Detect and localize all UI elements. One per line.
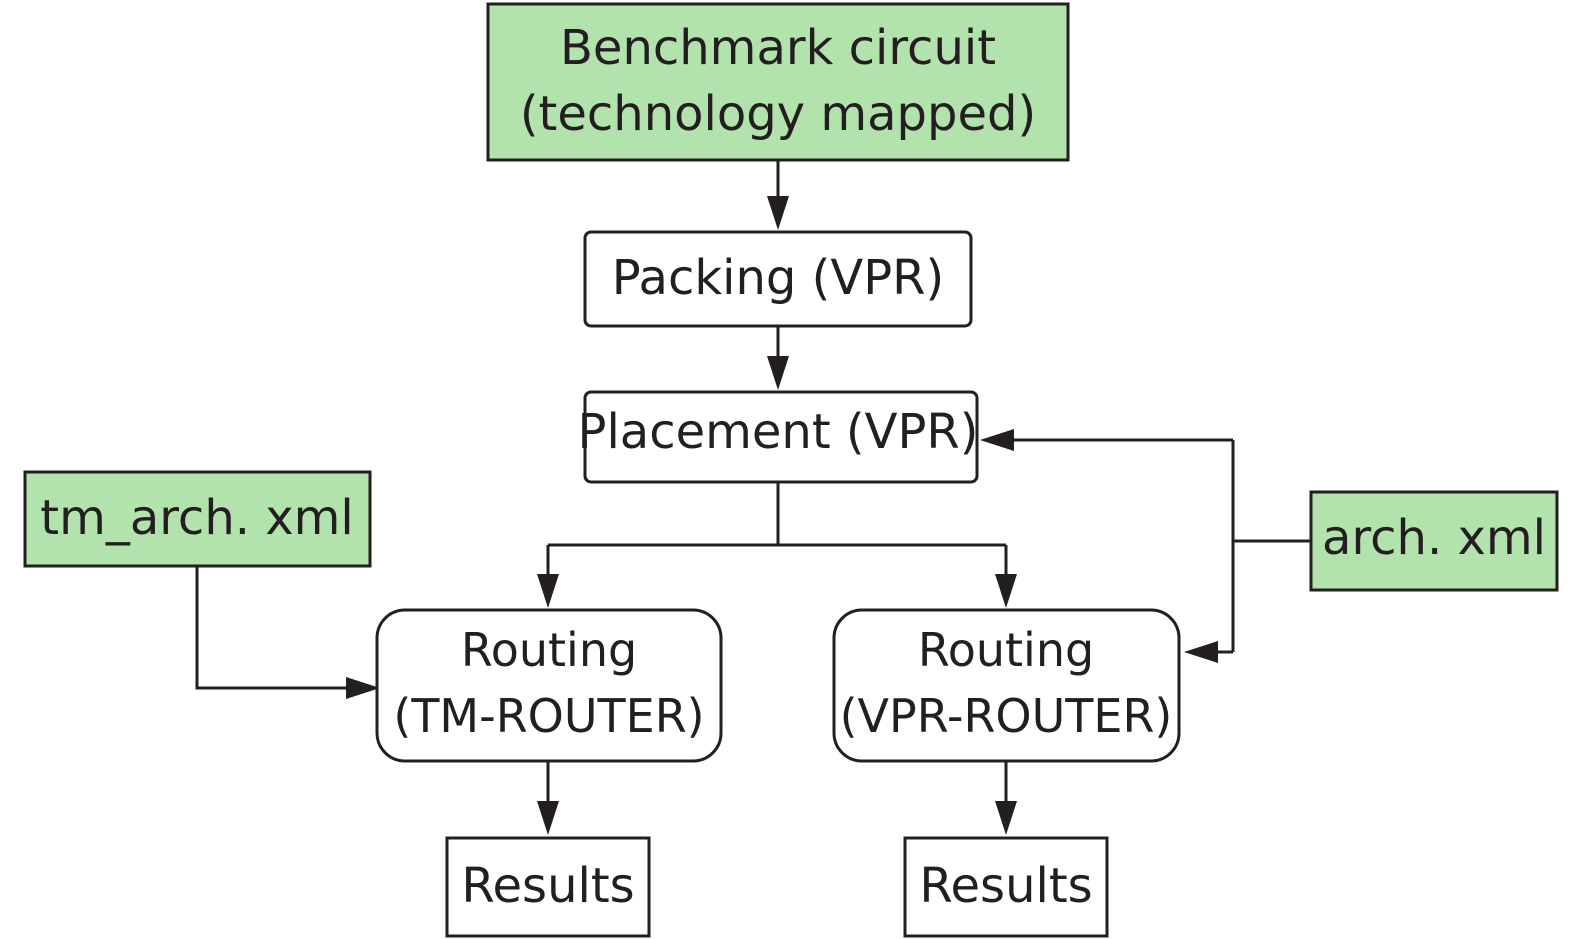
node-placement: Placement (VPR) [578,390,979,484]
edge-arch-to-placement-and-routing-vpr [1010,438,1311,654]
node-results-tm: Results [445,836,651,938]
node-tm-arch-xml: tm_arch. xml [23,470,372,568]
results-tm-label: Results [461,858,634,914]
routing-vpr-line1: Routing [918,623,1094,677]
node-arch-xml: arch. xml [1309,490,1559,592]
node-routing-vpr: Routing (VPR-ROUTER) [832,608,1181,763]
edge-placement-split [546,482,1008,578]
arrowhead-routing-vpr [995,574,1017,608]
results-vpr-label: Results [919,858,1092,914]
routing-tm-line2: (TM-ROUTER) [393,689,704,743]
edge-tm-arch-to-routing-tm [195,566,352,690]
benchmark-line1: Benchmark circuit [560,20,996,76]
arrowhead-placement-arch-input [980,429,1014,451]
packing-label: Packing (VPR) [612,250,944,306]
arrowhead-routing-tm [537,574,559,608]
arrowhead-placement [767,356,789,390]
node-benchmark-circuit: Benchmark circuit (technology mapped) [486,2,1070,162]
routing-vpr-line2: (VPR-ROUTER) [840,689,1173,743]
node-packing: Packing (VPR) [583,230,973,328]
routing-tm-line1: Routing [461,623,637,677]
placement-label: Placement (VPR) [578,404,979,460]
arrowhead-routing-vpr-arch-input [1184,641,1218,663]
benchmark-line2: (technology mapped) [520,86,1036,142]
connectors [195,160,1311,835]
node-routing-tm: Routing (TM-ROUTER) [375,608,723,763]
node-results-vpr: Results [903,836,1109,938]
tm-arch-label: tm_arch. xml [40,490,354,546]
arrowhead-results-tm [537,801,559,835]
arrowhead-packing [767,196,789,230]
arrowhead-tm-arch-input [346,677,380,699]
arch-label: arch. xml [1322,510,1546,566]
arrowhead-results-vpr [995,801,1017,835]
